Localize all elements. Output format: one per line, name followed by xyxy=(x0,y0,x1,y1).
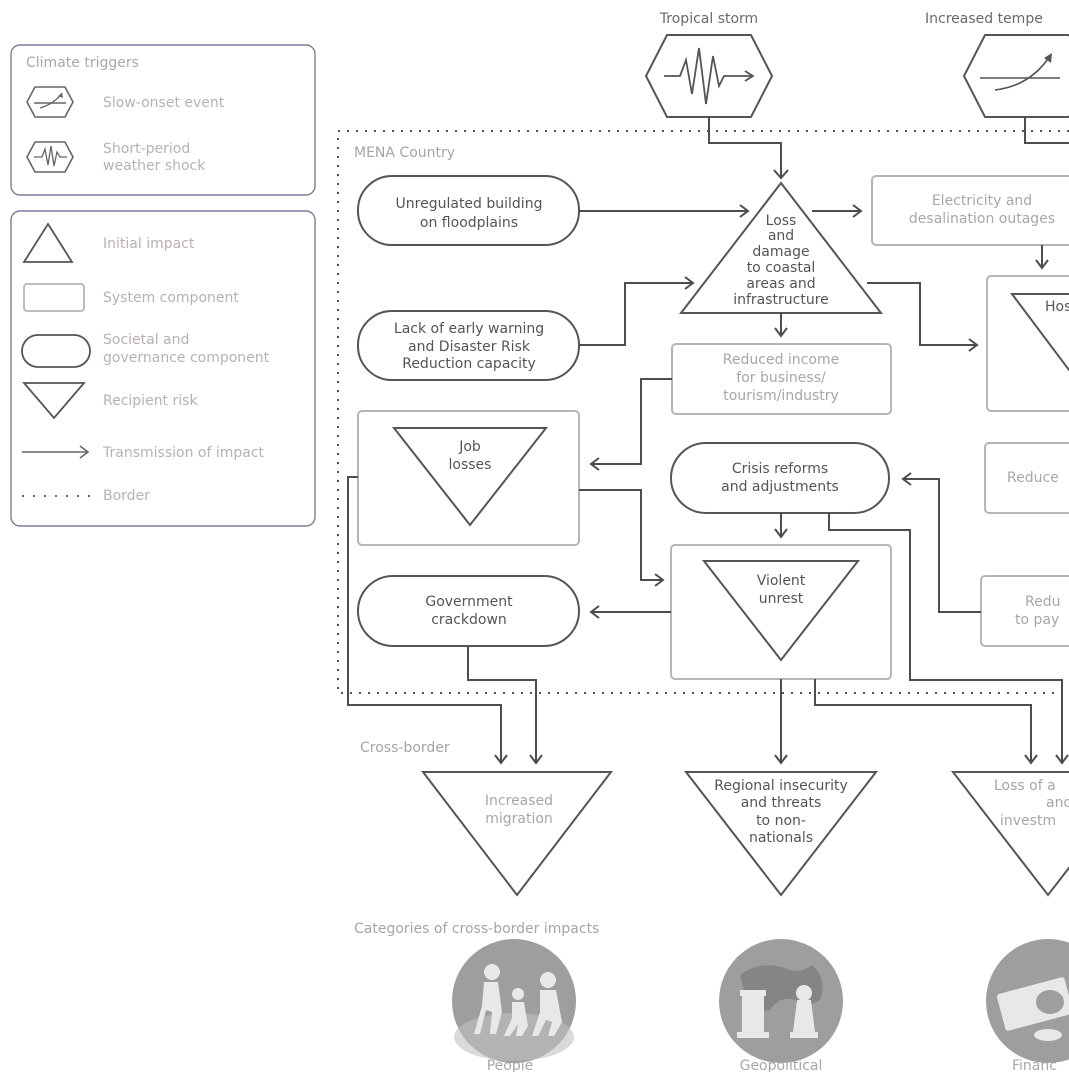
node-job-losses-triangle xyxy=(391,427,549,527)
node-electricity-outages xyxy=(871,175,1069,246)
node-redu-label-2: to pay xyxy=(1015,612,1059,628)
cross-border-label: Cross-border xyxy=(360,740,450,756)
initial-impact-triangle-icon xyxy=(22,222,74,263)
node-hos-label: Hos xyxy=(1045,299,1069,315)
node-loss-invest-label-2: and xyxy=(1046,795,1069,811)
node-electricity-label-1: Electricity and xyxy=(932,193,1032,209)
node-crisis-label-2: and adjustments xyxy=(721,479,839,495)
people-icon xyxy=(452,939,576,1063)
node-regional-label-3: to non- xyxy=(756,813,806,829)
money-icon xyxy=(986,939,1069,1063)
node-government-crackdown xyxy=(357,575,580,647)
node-migration-label-1: Increased xyxy=(485,793,553,809)
system-component-rect-icon xyxy=(23,283,85,312)
legend-short-period-1: Short-period xyxy=(103,141,190,157)
node-job-losses-box xyxy=(357,410,580,546)
legend-societal-1: Societal and xyxy=(103,332,189,348)
node-redu-label-1: Redu xyxy=(1025,594,1060,610)
node-early-warning-label-1: Lack of early warning xyxy=(394,321,544,337)
recipient-risk-triangle-icon xyxy=(22,382,86,420)
node-loss-investment-triangle xyxy=(950,771,1069,897)
tropical-storm-hexagon-icon xyxy=(644,34,774,118)
legend-system-component: System component xyxy=(103,290,239,306)
node-loss-label-3: damage xyxy=(752,244,809,260)
node-hos-box xyxy=(986,275,1069,412)
node-early-warning-label-2: and Disaster Risk xyxy=(408,339,531,355)
category-geopolitical-label: Geopolitical xyxy=(740,1058,823,1072)
node-loss-label-5: areas and xyxy=(746,276,815,292)
node-loss-label-1: Loss xyxy=(766,213,797,229)
node-reduced-income-label-3: tourism/industry xyxy=(723,388,839,404)
node-loss-label-2: and xyxy=(768,228,794,244)
node-reduce-right-label: Reduce xyxy=(1007,470,1059,486)
node-loss-label-6: infrastructure xyxy=(733,292,829,308)
legend-short-period-2: weather shock xyxy=(103,158,206,174)
node-violent-label-2: unrest xyxy=(759,591,804,607)
node-loss-invest-label-1: Loss of a xyxy=(994,778,1056,794)
node-unregulated-building-label-2: on floodplains xyxy=(420,215,518,231)
legend-border: Border xyxy=(103,488,150,504)
node-violent-unrest-triangle xyxy=(701,560,861,662)
node-unregulated-building-label-1: Unregulated building xyxy=(396,196,543,212)
node-job-losses-label-1: Job xyxy=(458,439,481,455)
category-people-label: People xyxy=(487,1058,534,1072)
trigger-increased-temp-label: Increased tempe xyxy=(925,11,1043,27)
legend-recipient-risk: Recipient risk xyxy=(103,393,198,409)
societal-component-pill-icon xyxy=(21,334,91,368)
legend-climate-triggers: Climate triggers Slow-onset event Short-… xyxy=(10,44,316,196)
categories-label: Categories of cross-border impacts xyxy=(354,921,599,937)
node-redu-right xyxy=(980,575,1069,647)
node-regional-insecurity-triangle xyxy=(683,771,879,897)
slow-onset-hexagon-icon xyxy=(26,86,74,118)
node-government-label-2: crackdown xyxy=(431,612,507,628)
legend-components: Initial impact System component Societal… xyxy=(10,210,316,527)
node-migration-label-2: migration xyxy=(485,811,553,827)
node-crisis-label-1: Crisis reforms xyxy=(732,461,828,477)
legend-societal-2: governance component xyxy=(103,350,270,366)
node-hos-triangle xyxy=(1010,293,1069,372)
legend-slow-onset: Slow-onset event xyxy=(103,95,225,111)
node-regional-label-2: and threats xyxy=(741,795,822,811)
node-job-losses-label-2: losses xyxy=(449,457,492,473)
node-early-warning-label-3: Reduction capacity xyxy=(402,356,536,372)
transmission-arrows xyxy=(347,117,1069,765)
globe-chess-icon xyxy=(719,939,843,1063)
legend-initial-impact: Initial impact xyxy=(103,236,195,252)
node-regional-label-1: Regional insecurity xyxy=(714,778,848,794)
weather-shock-hexagon-icon xyxy=(26,141,74,173)
legend-climate-title: Climate triggers xyxy=(26,55,139,71)
node-reduced-income-label-2: for business/ xyxy=(736,370,826,386)
node-reduced-income-label-1: Reduced income xyxy=(723,352,839,368)
increased-temp-hexagon-icon xyxy=(962,34,1069,118)
node-loss-label-4: to coastal xyxy=(747,260,816,276)
node-loss-invest-label-3: investm xyxy=(1000,813,1056,829)
node-crisis-reforms xyxy=(670,442,890,514)
node-regional-label-4: nationals xyxy=(749,830,813,846)
node-violent-label-1: Violent xyxy=(757,573,806,589)
node-reduce-right xyxy=(984,442,1069,514)
category-financial-label: Financ xyxy=(1012,1058,1057,1072)
legend-transmission: Transmission of impact xyxy=(102,445,265,461)
transmission-arrow-icon xyxy=(22,445,90,459)
mena-country-label: MENA Country xyxy=(354,145,455,161)
node-increased-migration-triangle xyxy=(420,771,614,897)
node-electricity-label-2: desalination outages xyxy=(909,211,1055,227)
node-government-label-1: Government xyxy=(425,594,513,610)
trigger-tropical-storm-label: Tropical storm xyxy=(659,11,758,27)
